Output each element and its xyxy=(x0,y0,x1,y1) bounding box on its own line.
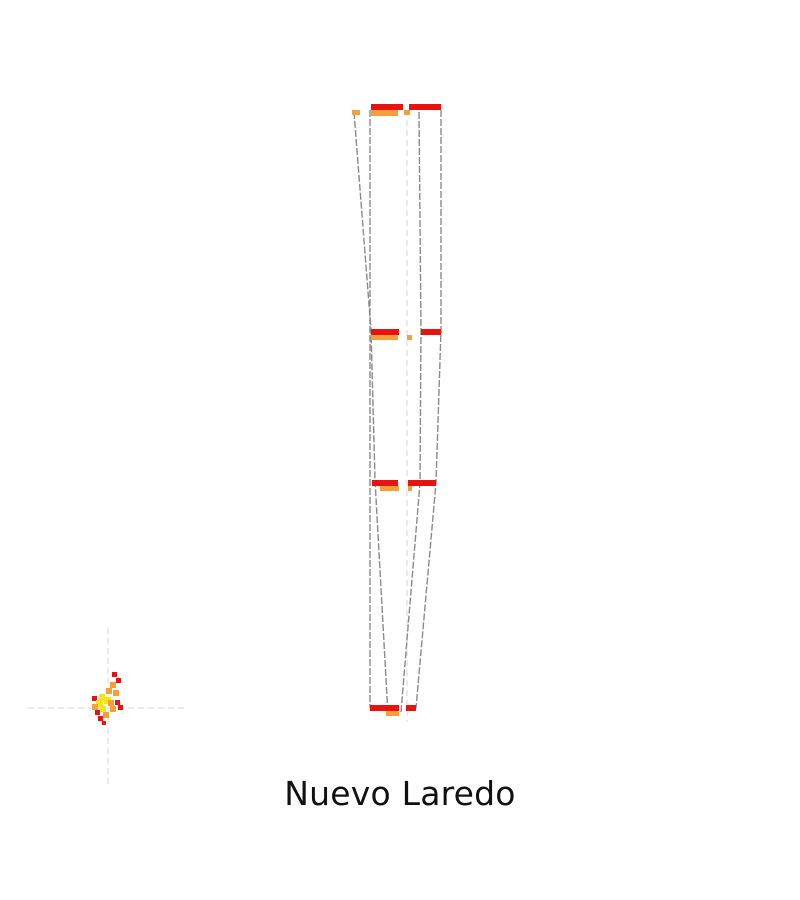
level-band-top xyxy=(352,104,441,116)
level-band-bottom xyxy=(370,705,416,716)
level-band-upper xyxy=(371,329,441,340)
marker-cluster xyxy=(92,672,123,725)
column-outline xyxy=(353,110,442,716)
level-band-middle xyxy=(372,480,436,491)
crosshair-guide xyxy=(28,628,188,788)
city-label: Nuevo Laredo xyxy=(284,774,516,813)
